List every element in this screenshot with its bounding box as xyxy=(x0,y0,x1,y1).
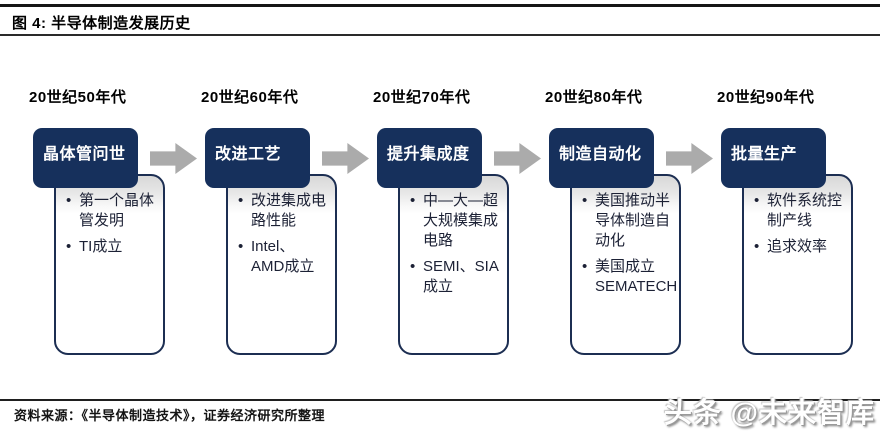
timeline-stage-1960s: 20世纪60年代 改进工艺 改进集成电路性能 Intel、AMD成立 xyxy=(201,86,350,366)
era-label: 20世纪60年代 xyxy=(201,89,299,106)
bullet-item: Intel、AMD成立 xyxy=(238,237,327,277)
timeline-stage-1970s: 20世纪70年代 提升集成度 中—大—超大规模集成电路 SEMI、SIA成立 xyxy=(373,86,522,366)
era-label: 20世纪90年代 xyxy=(717,89,815,106)
era-label: 20世纪50年代 xyxy=(29,89,127,106)
bullet-item: 美国成立SEMATECH xyxy=(582,257,677,297)
watermark: 头条 @未来智库 xyxy=(663,397,875,428)
stage-card: 中—大—超大规模集成电路 SEMI、SIA成立 xyxy=(398,174,509,355)
stage-header: 提升集成度 xyxy=(377,128,482,188)
top-rule xyxy=(0,4,880,7)
bullet-item: 改进集成电路性能 xyxy=(238,191,327,231)
timeline-stage-1990s: 20世纪90年代 批量生产 软件系统控制产线 追求效率 xyxy=(717,86,866,366)
era-label: 20世纪80年代 xyxy=(545,89,643,106)
bullet-item: 追求效率 xyxy=(754,237,843,257)
bullet-list: 美国推动半导体制造自动化 美国成立SEMATECH xyxy=(572,176,679,297)
bullet-item: 第一个晶体管发明 xyxy=(66,191,155,231)
stage-header: 制造自动化 xyxy=(549,128,654,188)
bullet-item: SEMI、SIA成立 xyxy=(410,257,499,297)
stage-card: 第一个晶体管发明 TI成立 xyxy=(54,174,165,355)
title-underline xyxy=(0,34,880,36)
bullet-list: 第一个晶体管发明 TI成立 xyxy=(56,176,163,257)
source-note: 资料来源：《半导体制造技术》，证券经济研究所整理 xyxy=(14,408,326,423)
stage-card: 软件系统控制产线 追求效率 xyxy=(742,174,853,355)
stage-header: 批量生产 xyxy=(721,128,826,188)
bullet-list: 改进集成电路性能 Intel、AMD成立 xyxy=(228,176,335,277)
stage-header: 晶体管问世 xyxy=(33,128,138,188)
era-label: 20世纪70年代 xyxy=(373,89,471,106)
timeline-stage-1950s: 20世纪50年代 晶体管问世 第一个晶体管发明 TI成立 xyxy=(29,86,178,366)
timeline-stage-1980s: 20世纪80年代 制造自动化 美国推动半导体制造自动化 美国成立SEMATECH xyxy=(545,86,694,366)
bullet-item: 软件系统控制产线 xyxy=(754,191,843,231)
bullet-item: 中—大—超大规模集成电路 xyxy=(410,191,499,251)
figure-title: 图 4: 半导体制造发展历史 xyxy=(12,15,191,32)
stage-card: 改进集成电路性能 Intel、AMD成立 xyxy=(226,174,337,355)
stage-header: 改进工艺 xyxy=(205,128,310,188)
stage-card: 美国推动半导体制造自动化 美国成立SEMATECH xyxy=(570,174,681,355)
bullet-list: 软件系统控制产线 追求效率 xyxy=(744,176,851,257)
bullet-item: 美国推动半导体制造自动化 xyxy=(582,191,671,251)
bullet-list: 中—大—超大规模集成电路 SEMI、SIA成立 xyxy=(400,176,507,297)
bottom-rule xyxy=(0,399,880,401)
bullet-item: TI成立 xyxy=(66,237,155,257)
